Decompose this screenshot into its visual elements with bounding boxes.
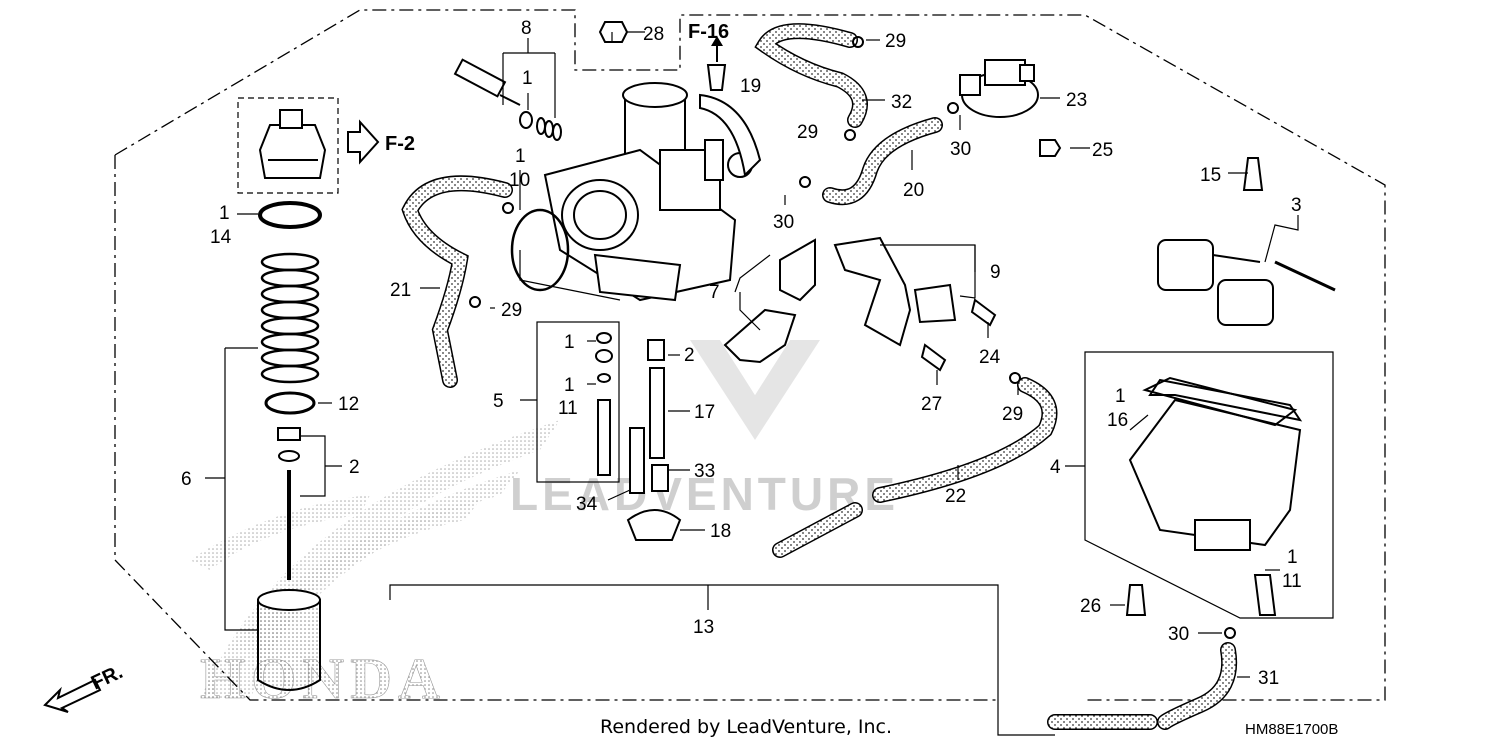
part-label: 27 [921,394,942,415]
needle-clip [277,427,301,462]
credit-text: Rendered by LeadVenture, Inc. [600,716,893,738]
carburetor-body [543,82,762,302]
part-label: 26 [1080,596,1101,617]
float-chamber [1128,378,1303,551]
part-label: 29 [1002,404,1023,425]
part-label: 2 [684,345,695,366]
part-label: 1 [219,203,230,224]
main-jet-set [595,332,613,476]
float-valve-15 [1242,157,1264,191]
part-label: 30 [1168,624,1189,645]
part-label: 34 [576,494,598,515]
needle-jet-17 [647,339,669,492]
part-label: 1 [1287,547,1298,568]
jet-holder-18 [626,509,682,541]
part-label: 29 [885,31,906,52]
leader-lines [205,31,1299,736]
part-label: 29 [797,122,818,143]
part-label: 30 [773,212,794,233]
screw-26 [1125,584,1147,616]
o-ring-10 [510,208,570,292]
assembly-boundary-left [114,155,1000,701]
part-label: 32 [891,92,912,113]
throttle-cable-bracket [833,236,957,347]
choke-cap [258,109,327,179]
part-label: 29 [501,300,522,321]
float-3 [1157,239,1274,326]
part-label: 7 [709,282,720,303]
throttle-spring [260,252,320,384]
diagram-code: HM88E1700B [1245,721,1339,738]
air-cutoff-valve [959,59,1039,118]
part-label: 23 [1066,90,1087,111]
part-label: 16 [1107,410,1128,431]
f2-arrow [347,119,380,165]
slow-jet-34 [629,427,645,494]
part-label: 17 [694,402,715,423]
gasket-16 [1142,376,1298,427]
drain-screw-11 [1253,574,1277,616]
part-label: 1 [564,332,575,353]
part-label: 18 [710,521,731,542]
part-label: 20 [903,180,924,201]
part-label: 8 [521,18,532,39]
part-label: 1 [515,146,526,167]
hose-31 [1047,642,1238,730]
vent-19 [706,64,727,91]
part-label: 13 [693,617,714,638]
float-pin [1274,260,1336,292]
gasket-14 [258,201,322,229]
part-label: 1 [1115,386,1126,407]
part-label: 11 [558,398,578,419]
part-label: 31 [1258,668,1279,689]
part-label: 9 [990,262,1001,283]
hose-clips [469,36,1236,639]
part-label: 33 [694,461,715,482]
f2-ref: F-2 [385,133,415,155]
part-label: 21 [390,280,411,301]
screw-27 [920,343,947,372]
bolt-28 [598,21,629,43]
throttle-valve [257,589,321,691]
part-label: 28 [643,24,664,45]
honda-brand-text: HONDA [200,646,446,711]
float-chamber-box [1084,351,1334,619]
part-label: 3 [1291,195,1302,216]
jet-set-box [536,321,620,483]
part-label: 12 [338,394,359,415]
pilot-screw-set [453,58,562,141]
throttle-link-7 [723,238,816,364]
part-number-labels: 8 1 28 19 29 32 23 1 10 29 30 25 20 30 1… [181,18,1302,689]
part-label: 14 [210,227,232,248]
spring-seat-12 [264,391,316,415]
part-label: 22 [945,486,966,507]
part-label: 10 [509,170,530,191]
part-label: 19 [740,76,761,97]
part-label: 11 [1282,571,1302,592]
part-label: 5 [493,391,504,412]
part-label: 2 [349,457,360,478]
part-label: 4 [1050,457,1061,478]
front-direction-arrow [43,678,102,713]
part-label: 30 [950,139,971,160]
part-label: 6 [181,469,192,490]
watermark-text: LEADVENTURE [510,468,899,520]
part-label: 15 [1200,165,1221,186]
screw-24 [970,298,997,327]
part-label: 1 [564,375,575,396]
part-label: 1 [522,68,533,89]
f16-ref: F-16 [688,21,729,43]
part-label: 25 [1092,140,1113,161]
part-label: 24 [979,347,1001,368]
cap-box [237,97,339,194]
bolt-25 [1039,139,1062,157]
